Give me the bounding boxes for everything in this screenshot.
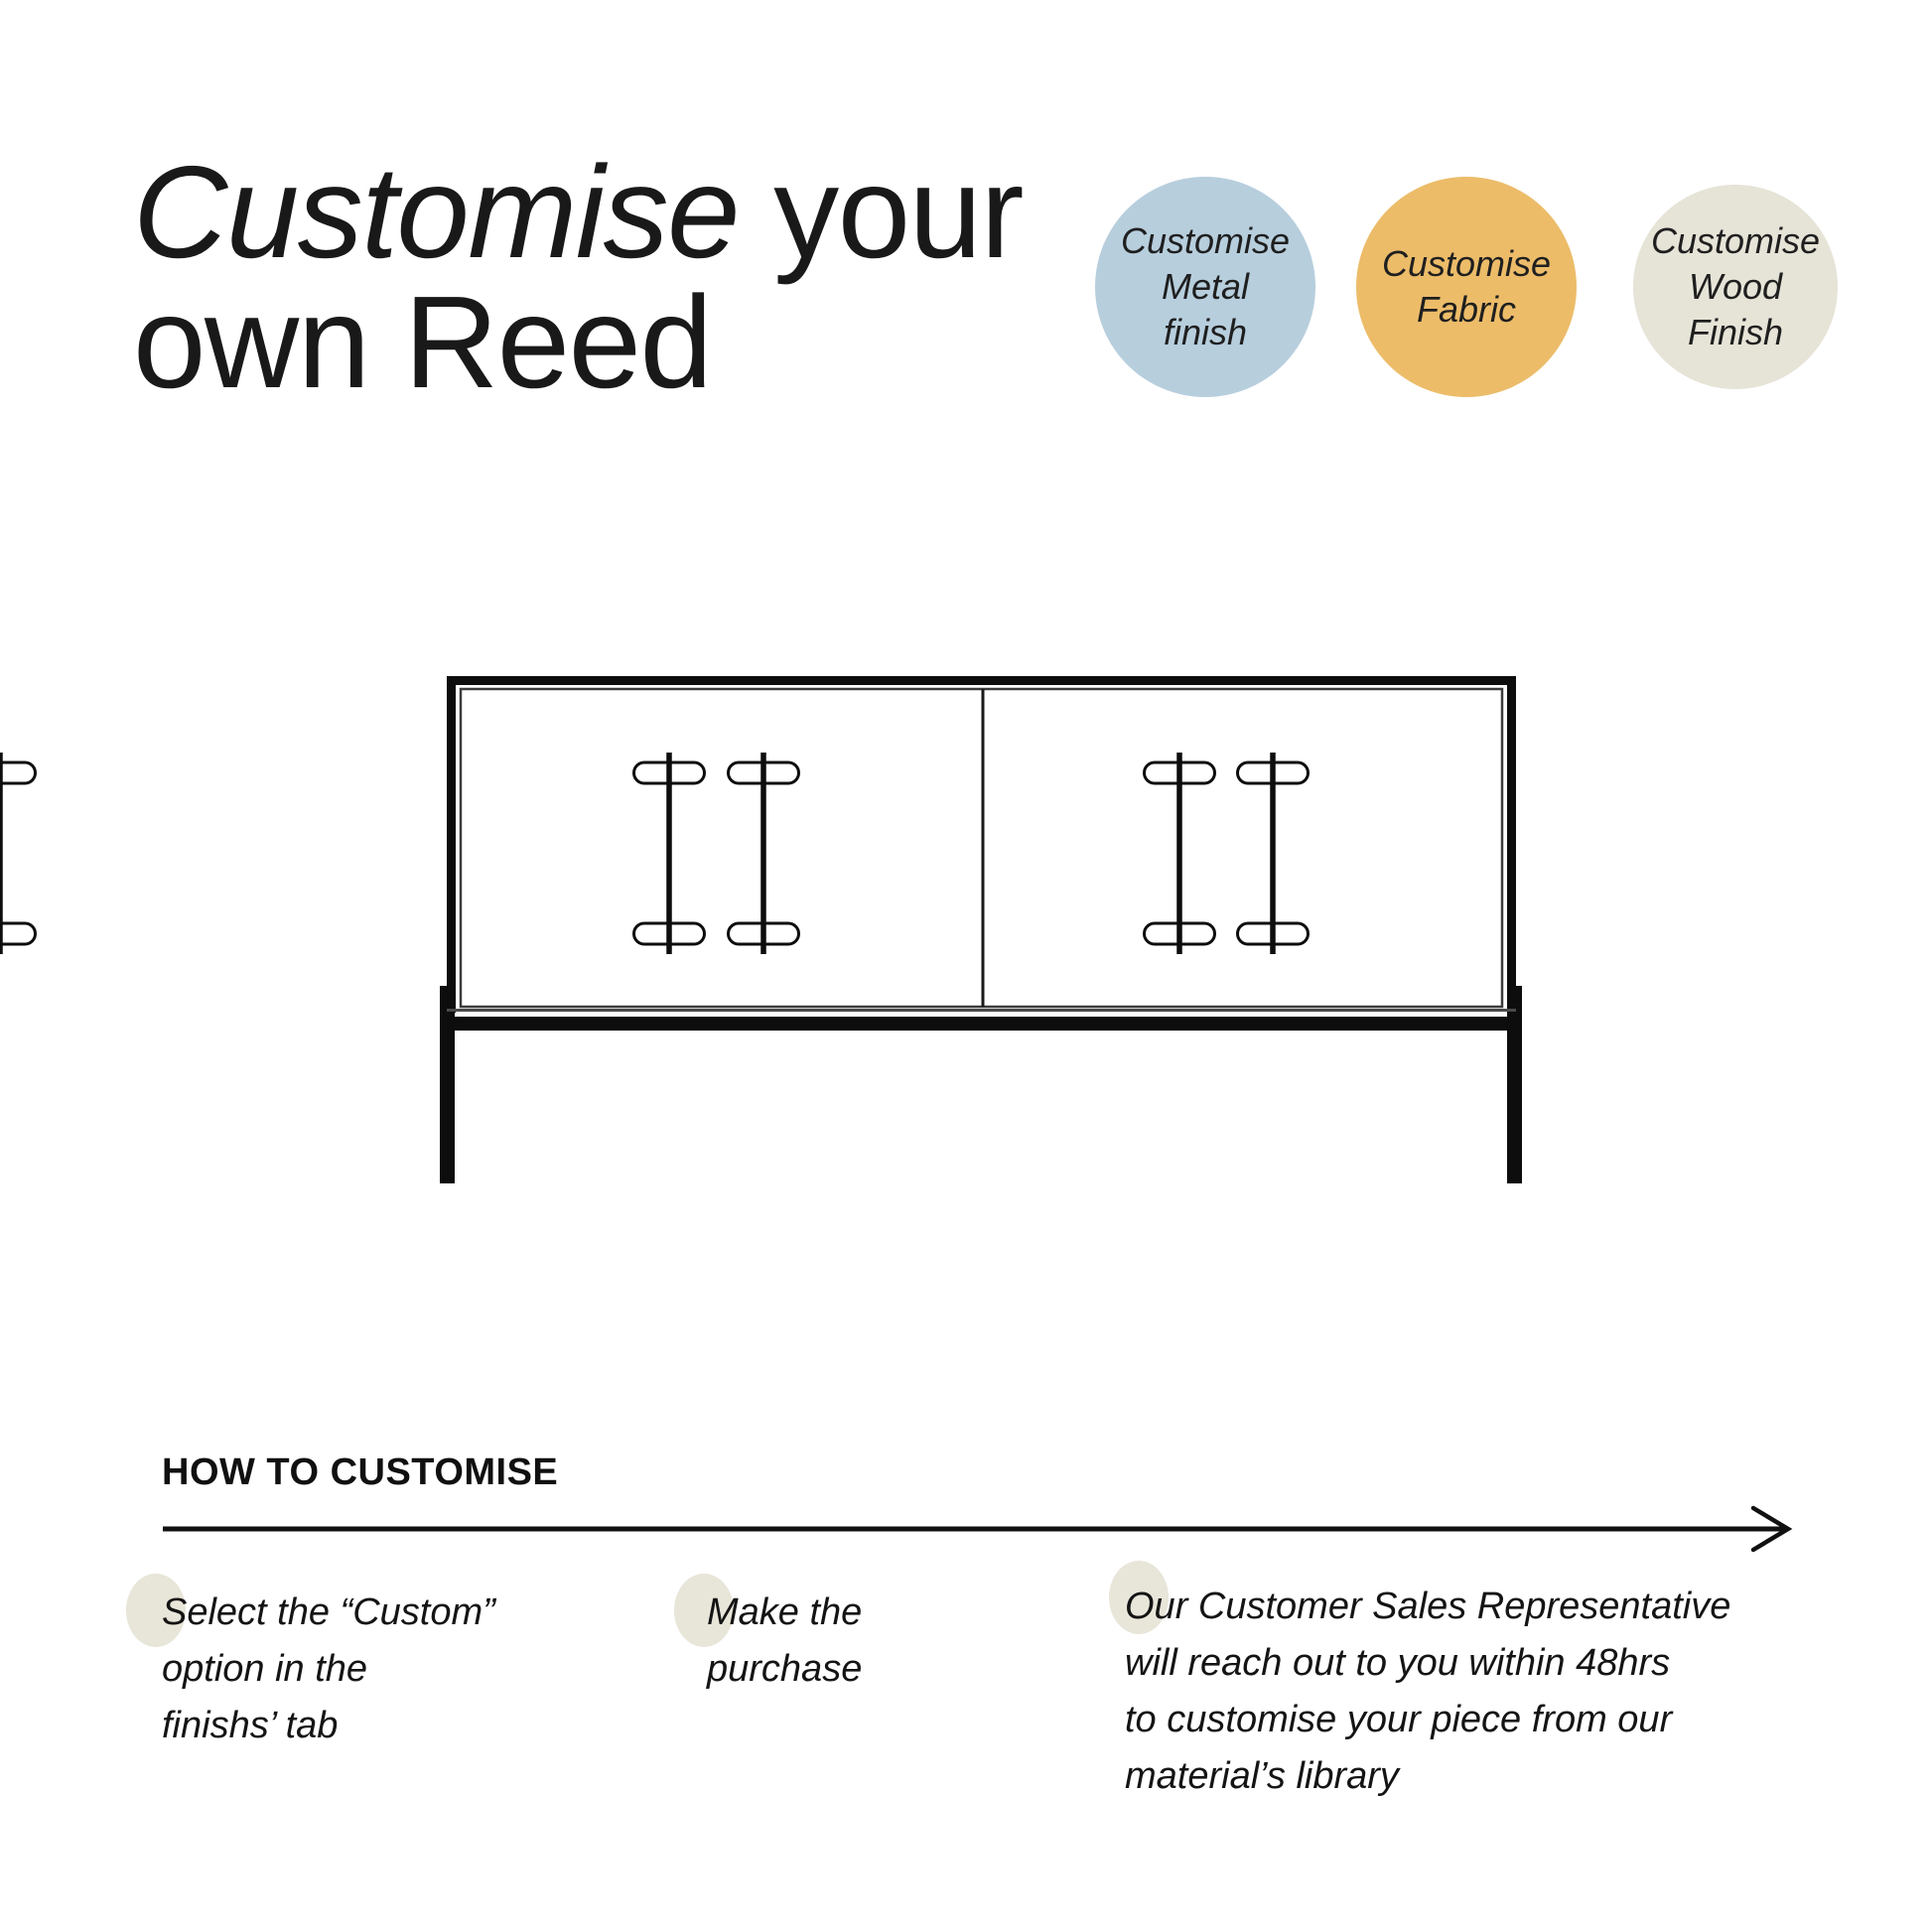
- cabinet-top-edge: [447, 676, 1516, 685]
- flow-right-arrow-icon: [163, 1505, 1793, 1553]
- step-2-text: Make the purchase: [707, 1591, 863, 1690]
- cabinet-left-edge: [447, 676, 456, 1013]
- right-leg: [1507, 986, 1522, 1183]
- step-2-bullet: [674, 1574, 734, 1647]
- badge-customise-wood-finish: Customise Wood Finish: [1633, 185, 1838, 389]
- page-title-line-1: Customise your: [133, 147, 1024, 278]
- page-title-emphasis: Customise: [133, 139, 741, 285]
- badge-customise-fabric-label: Customise Fabric: [1381, 243, 1552, 330]
- frame-rail: [440, 1017, 1522, 1031]
- step-3-text: Our Customer Sales Representative will r…: [1125, 1586, 1731, 1797]
- step-3-bullet: [1109, 1561, 1169, 1634]
- badge-customise-fabric: Customise Fabric: [1356, 177, 1577, 397]
- step-1-bullet: [126, 1574, 186, 1647]
- door-handle-icon: [0, 753, 37, 954]
- badge-customise-wood-finish-label: Customise Wood Finish: [1650, 220, 1821, 352]
- badge-customise-metal-finish: Customise Metal finish: [1095, 177, 1315, 397]
- how-to-heading: HOW TO CUSTOMISE: [162, 1451, 559, 1493]
- cabinet-right-edge: [1507, 676, 1516, 1013]
- step-1-text: Select the “Custom” option in the finish…: [162, 1591, 495, 1746]
- badge-customise-metal-finish-label: Customise Metal finish: [1120, 220, 1291, 352]
- page-title: Customise your own Reed: [133, 147, 1024, 415]
- page-title-line-2: own Reed: [133, 269, 713, 415]
- cabinet-bottom-edge: [447, 1009, 1516, 1012]
- left-leg: [440, 986, 455, 1183]
- page-title-rest: your: [739, 139, 1024, 285]
